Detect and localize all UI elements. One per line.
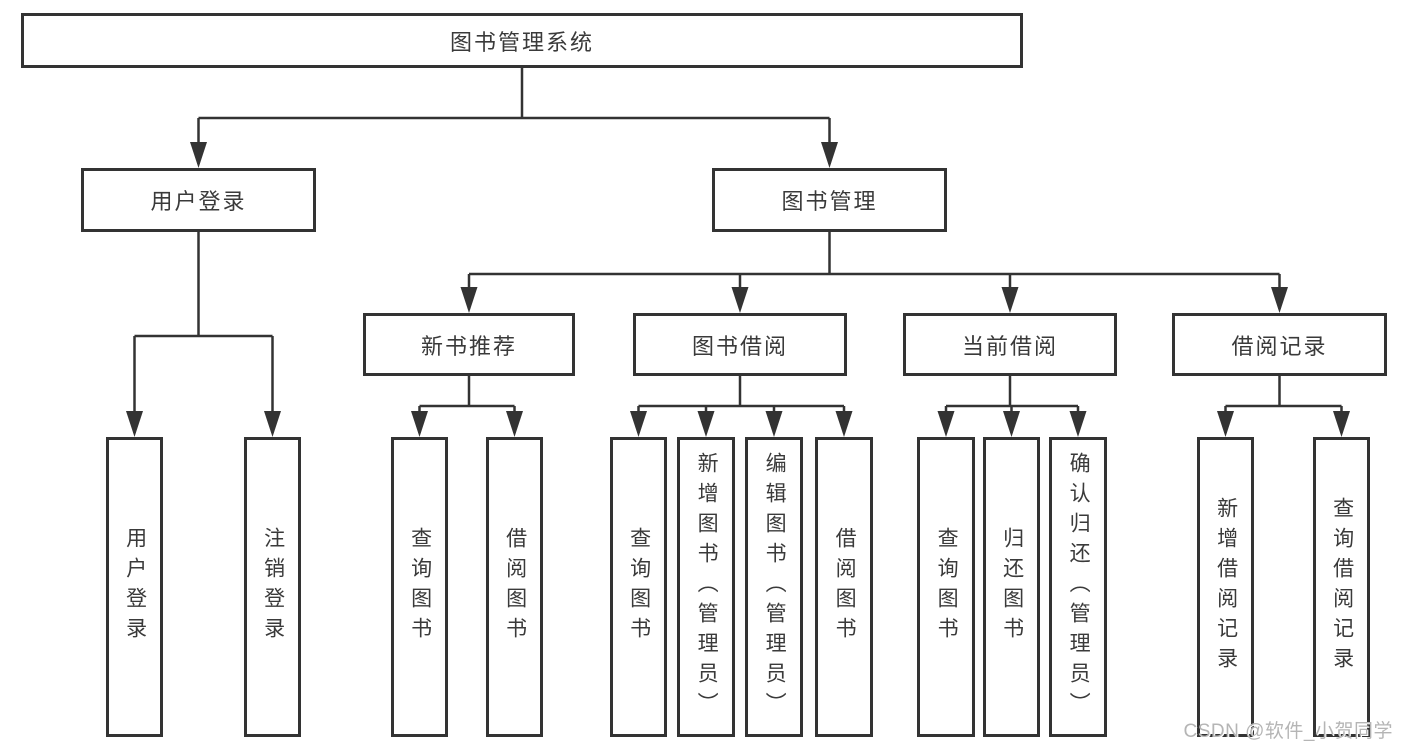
node-label: 当前借阅 (961, 333, 1058, 359)
arrowhead (697, 411, 715, 437)
node-label: 查询图书 (408, 527, 432, 647)
node-label: 编辑图书（管理员） (763, 452, 787, 722)
leaf-add-borrow-record: 新增借阅记录 (1197, 437, 1254, 737)
connector-newbooks-to-leaves (418, 374, 516, 433)
leaf-user-login: 用户登录 (106, 437, 163, 737)
leaf-query-books-current: 查询图书 (917, 437, 975, 737)
arrowhead (126, 411, 143, 437)
leaf-add-book-admin: 新增图书（管理员） (677, 437, 735, 737)
arrowhead (1333, 411, 1350, 437)
node-label: 借阅图书 (833, 527, 857, 647)
arrowhead (264, 411, 281, 437)
arrowhead (1271, 287, 1288, 313)
node-book-management: 图书管理 (712, 168, 947, 232)
leaf-query-borrow-record: 查询借阅记录 (1313, 437, 1370, 737)
node-label: 归还图书 (1000, 527, 1024, 647)
leaf-borrow-books-recommend: 借阅图书 (486, 437, 543, 737)
node-label: 图书借阅 (691, 333, 788, 359)
arrowhead (460, 287, 478, 313)
arrowhead (506, 411, 523, 437)
arrowhead (190, 142, 207, 168)
connector-records-to-leaves (1224, 374, 1343, 433)
node-label: 查询图书 (935, 527, 959, 647)
node-book-borrowing: 图书借阅 (633, 313, 847, 376)
arrowhead (821, 142, 838, 168)
leaf-edit-book-admin: 编辑图书（管理员） (745, 437, 803, 737)
node-label: 用户登录 (150, 189, 247, 214)
node-label: 新书推荐 (420, 333, 517, 359)
node-label: 借阅图书 (503, 527, 527, 647)
arrowhead (835, 411, 853, 437)
arrowhead (1217, 411, 1234, 437)
arrowhead (411, 411, 428, 437)
leaf-return-book: 归还图书 (983, 437, 1040, 737)
arrowhead (1001, 287, 1019, 313)
leaf-logout: 注销登录 (244, 437, 301, 737)
node-label: 查询图书 (627, 527, 651, 647)
node-label: 新增图书（管理员） (695, 452, 719, 722)
arrowhead (1069, 411, 1087, 437)
node-label: 注销登录 (261, 527, 285, 647)
node-current-borrowing: 当前借阅 (903, 313, 1117, 376)
node-label: 查询借阅记录 (1330, 497, 1354, 677)
arrowhead (765, 411, 783, 437)
node-label: 图书管理系统 (449, 29, 594, 55)
connector-root-to-level2 (197, 66, 831, 164)
node-user-login: 用户登录 (81, 168, 316, 232)
arrowhead (1003, 411, 1020, 437)
arrowhead (731, 287, 749, 313)
node-label: 借阅记录 (1231, 333, 1328, 359)
leaf-query-books-recommend: 查询图书 (391, 437, 448, 737)
node-new-book-recommendation: 新书推荐 (363, 313, 575, 376)
node-label: 用户登录 (123, 527, 147, 647)
node-borrowing-records: 借阅记录 (1172, 313, 1387, 376)
leaf-query-books-borrow: 查询图书 (610, 437, 667, 737)
leaf-confirm-return-admin: 确认归还（管理员） (1049, 437, 1107, 737)
leaf-borrow-books: 借阅图书 (815, 437, 873, 737)
connector-bookborrow-to-leaves (637, 374, 846, 433)
arrowhead (630, 411, 647, 437)
node-label: 图书管理 (781, 189, 878, 214)
node-library-system: 图书管理系统 (21, 13, 1023, 68)
watermark: CSDN @软件_小贺同学 (1183, 721, 1393, 742)
connector-userlogin-to-leaves (133, 230, 274, 433)
arrowhead (937, 411, 955, 437)
node-label: 新增借阅记录 (1214, 497, 1238, 677)
connector-bookmgmt-to-level3 (467, 230, 1281, 309)
node-label: 确认归还（管理员） (1067, 452, 1091, 722)
